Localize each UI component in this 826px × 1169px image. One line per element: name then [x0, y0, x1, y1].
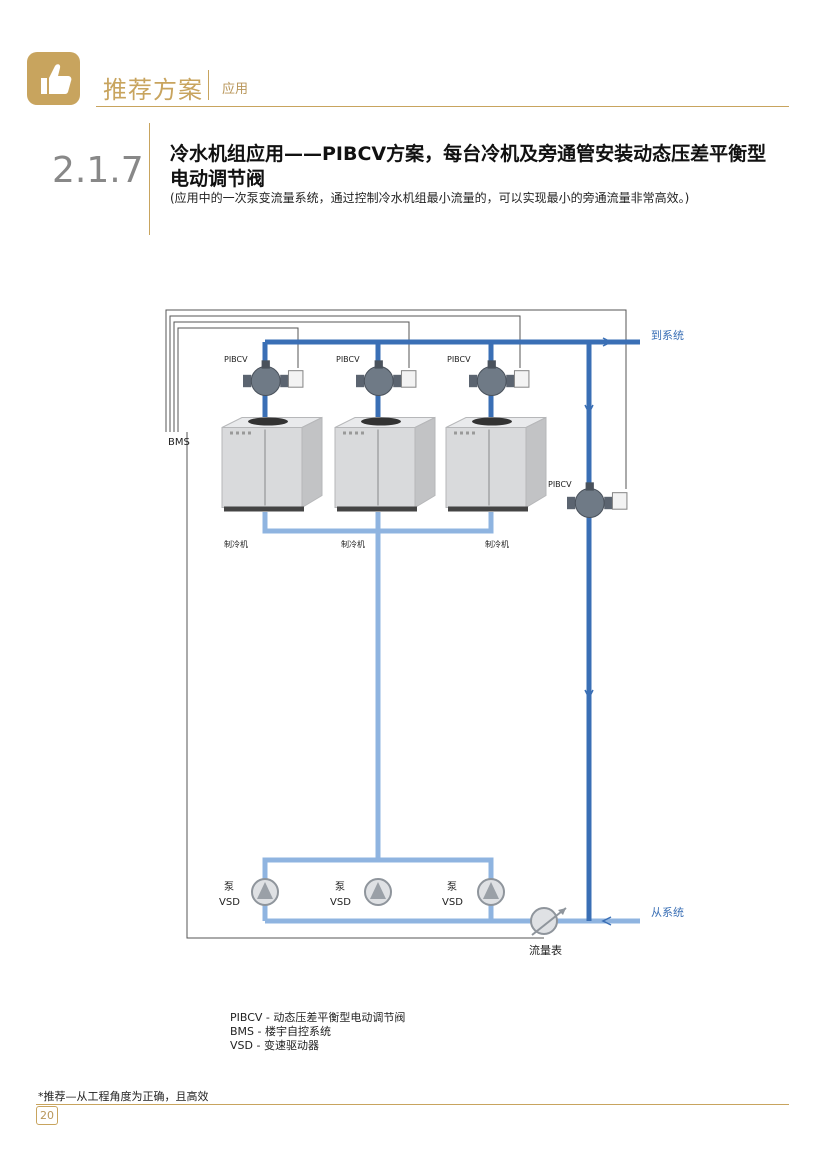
valve-label-2: PIBCV [336, 355, 360, 364]
chiller-label-1: 制冷机 [224, 539, 248, 549]
section-title: 冷水机组应用——PIBCV方案，每台冷机及旁通管安装动态压差平衡型电动调节阀 [170, 143, 767, 190]
vsd-label-1: VSD [219, 897, 240, 908]
pump-label-2: 泵 [335, 881, 345, 893]
vsd-label-2: VSD [330, 897, 351, 908]
pump-label-1: 泵 [224, 881, 234, 893]
pump-2-icon [364, 878, 392, 906]
vsd-label-3: VSD [442, 897, 463, 908]
pump-label-3: 泵 [447, 881, 457, 893]
valve-label-3: PIBCV [447, 355, 471, 364]
pibcv-bypass-valve-icon [567, 482, 628, 518]
section-description: (应用中的一次泵变流量系统，通过控制冷水机组最小流量的，可以实现最小的旁通流量非… [170, 191, 690, 205]
pump-3-icon [477, 878, 505, 906]
section-divider [149, 123, 150, 235]
legend-item: PIBCV - 动态压差平衡型电动调节阀 [230, 1011, 406, 1024]
to-system-label: 到系统 [651, 329, 684, 342]
pump-1-icon [251, 878, 279, 906]
footnote: *推荐—从工程角度为正确，且高效 [38, 1090, 209, 1103]
valve-label-1: PIBCV [224, 355, 248, 364]
page-number: 20 [36, 1106, 58, 1125]
return-pipes [262, 512, 640, 924]
flow-meter-icon [530, 907, 567, 936]
bms-label: BMS [168, 437, 190, 448]
chiller-2-icon [334, 416, 436, 513]
valve-label-bypass: PIBCV [548, 480, 572, 489]
footer-rule [36, 1104, 789, 1105]
legend-item: BMS - 楼宇自控系统 [230, 1025, 331, 1038]
header-title: 推荐方案 [103, 76, 203, 104]
section-number: 2.1.7 [52, 150, 144, 191]
chiller-piping-diagram: PIBCV PIBCV PIBCV PIBCV 制冷机 制冷机 制冷机 BMS … [165, 309, 684, 957]
legend: PIBCV - 动态压差平衡型电动调节阀 BMS - 楼宇自控系统 VSD - … [230, 1011, 405, 1053]
chiller-3-icon [445, 416, 547, 513]
thumbs-up-logo-icon [27, 52, 80, 105]
pibcv-valve-2-icon [356, 360, 417, 396]
flow-meter-label: 流量表 [529, 943, 562, 957]
header-rule [96, 106, 789, 107]
flow-arrows [584, 337, 613, 926]
header-separator [208, 70, 209, 100]
pibcv-valve-1-icon [243, 360, 304, 396]
chiller-1-icon [221, 416, 323, 513]
legend-item: VSD - 变速驱动器 [230, 1039, 319, 1052]
bms-control-lines [165, 309, 627, 939]
chiller-label-2: 制冷机 [341, 539, 365, 549]
from-system-label: 从系统 [651, 906, 684, 919]
chiller-label-3: 制冷机 [485, 539, 509, 549]
header-subtitle: 应用 [222, 82, 249, 97]
